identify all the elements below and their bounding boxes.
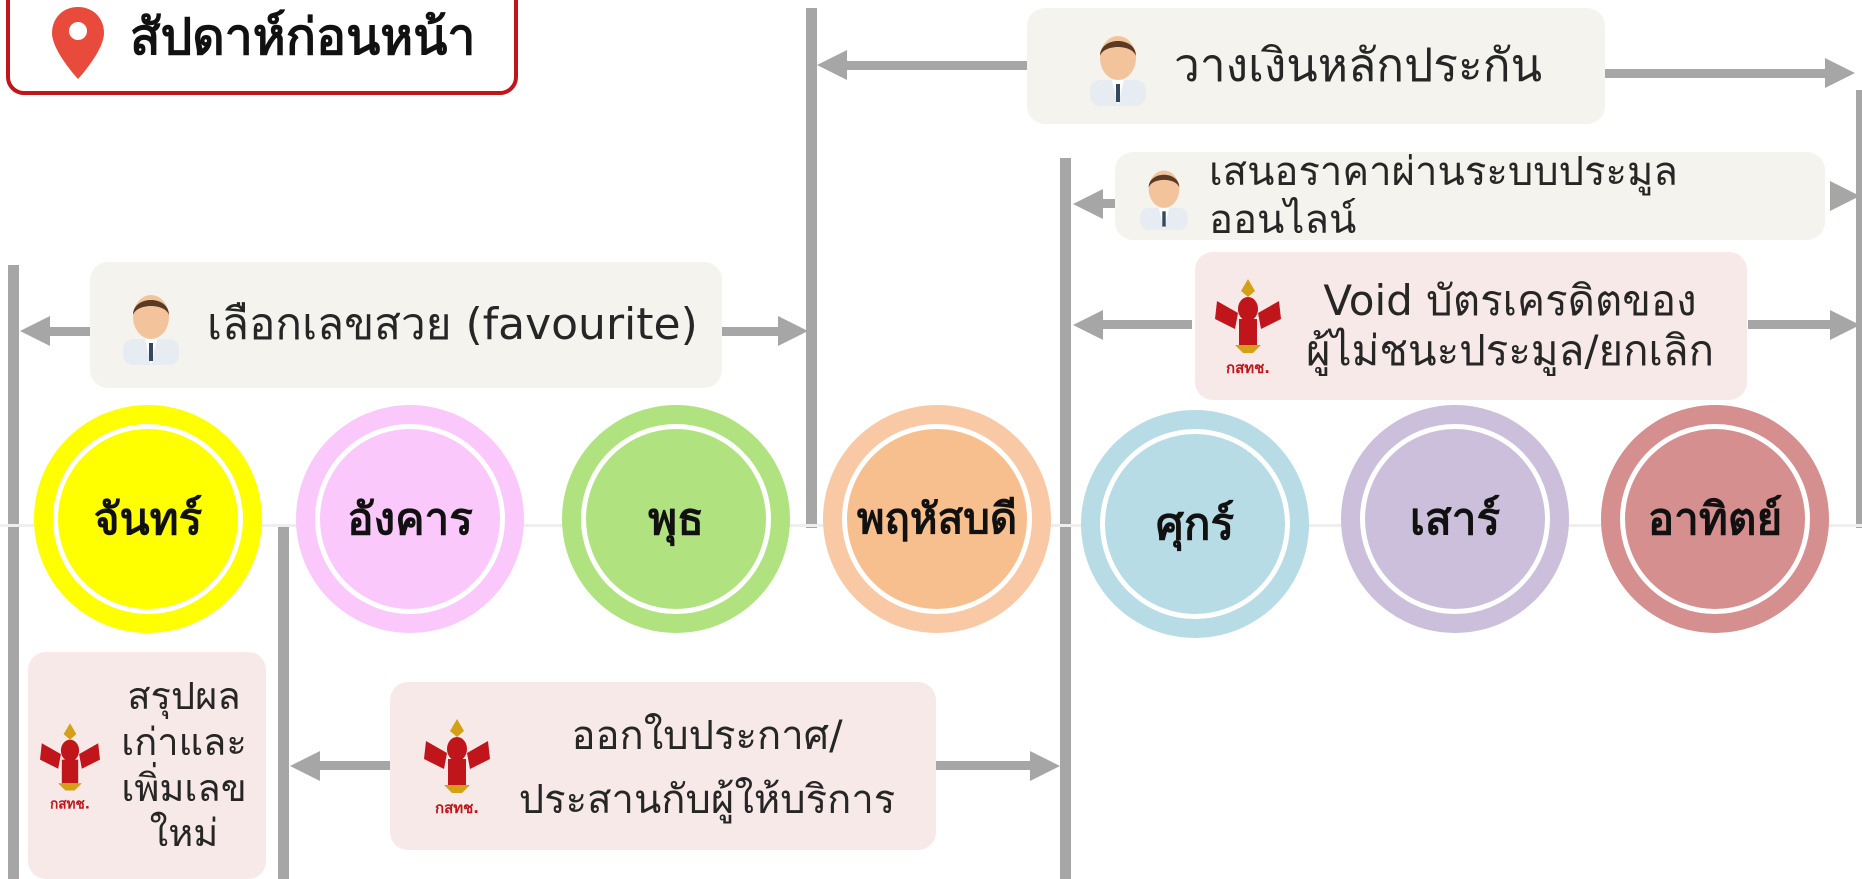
garuda-emblem-icon: กสทช. — [424, 719, 490, 817]
day-circle-tuesday: อังคาร — [296, 405, 524, 633]
connector-line — [278, 525, 289, 879]
arrow-left — [290, 751, 320, 781]
arrow-right — [1830, 310, 1860, 340]
step-void: กสทช. Void บัตรเครดิตของ ผู้ไม่ชนะประมูล… — [1195, 252, 1747, 400]
arrow-left — [1073, 310, 1103, 340]
summary-label-line3: เพิ่มเลข — [121, 765, 247, 810]
connector-line — [722, 327, 778, 336]
collateral-label: วางเงินหลักประกัน — [1174, 38, 1543, 93]
day-label: จันทร์ — [93, 494, 203, 545]
title-box: สัปดาห์ก่อนหน้า — [6, 0, 518, 95]
day-circle-monday: จันทร์ — [34, 405, 262, 633]
svg-text:กสทช.: กสทช. — [1226, 359, 1270, 377]
day-circle-wednesday: พุธ — [562, 405, 790, 633]
connector-line — [936, 761, 1030, 770]
step-summary: กสทช. สรุปผล เก่าและ เพิ่มเลข ใหม่ — [28, 652, 266, 879]
person-icon — [1090, 36, 1146, 106]
day-label: อังคาร — [347, 494, 473, 545]
announce-label-line2: ประสานกับผู้ให้บริการ — [518, 777, 896, 823]
connector-line — [1100, 199, 1115, 208]
connector-line — [318, 761, 390, 770]
day-circle-saturday: เสาร์ — [1341, 405, 1569, 633]
connector-line — [1856, 90, 1862, 528]
day-label: อาทิตย์ — [1647, 494, 1783, 545]
arrow-left — [1073, 189, 1103, 219]
connector-line — [1060, 158, 1071, 879]
page-title: สัปดาห์ก่อนหน้า — [130, 8, 476, 66]
online-bid-label: เสนอราคาผ่านระบบประมูลออนไลน์ — [1208, 149, 1678, 243]
person-icon — [123, 295, 179, 365]
day-label: พุธ — [648, 494, 704, 545]
arrow-left — [20, 316, 50, 346]
connector-line — [8, 265, 19, 879]
void-label-line1: Void บัตรเครดิตของ — [1323, 275, 1697, 325]
day-label: ศุกร์ — [1155, 499, 1235, 550]
connector-line — [840, 61, 1030, 70]
person-icon — [1140, 170, 1188, 230]
svg-text:กสทช.: กสทช. — [435, 799, 479, 817]
svg-text:กสทช.: กสทช. — [50, 796, 90, 812]
map-pin-icon — [52, 6, 104, 79]
day-label: เสาร์ — [1409, 494, 1501, 545]
arrow-right — [778, 316, 808, 346]
connector-line — [1100, 320, 1192, 329]
arrow-right — [1825, 58, 1855, 88]
step-favourite: เลือกเลขสวย (favourite) — [90, 262, 722, 388]
arrow-right — [1030, 751, 1060, 781]
garuda-emblem-icon: กสทช. — [40, 722, 100, 812]
day-label: พฤหัสบดี — [856, 494, 1018, 543]
arrow-right — [1830, 181, 1860, 211]
day-circle-friday: ศุกร์ — [1081, 410, 1309, 638]
summary-label-line4: ใหม่ — [149, 811, 219, 856]
connector-line — [48, 327, 90, 336]
step-collateral: วางเงินหลักประกัน — [1027, 8, 1605, 124]
connector-line — [806, 8, 817, 528]
summary-label-line2: เก่าและ — [121, 719, 247, 764]
announce-label-line1: ออกใบประกาศ/ — [571, 713, 843, 759]
connector-line — [1605, 69, 1825, 78]
summary-label-line1: สรุปผล — [127, 674, 241, 719]
day-circle-sunday: อาทิตย์ — [1601, 405, 1829, 633]
void-label-line2: ผู้ไม่ชนะประมูล/ยกเลิก — [1305, 326, 1715, 375]
step-announce: กสทช. ออกใบประกาศ/ ประสานกับผู้ให้บริการ — [390, 682, 936, 850]
arrow-left — [817, 50, 847, 80]
day-circle-thursday: พฤหัสบดี — [823, 405, 1051, 633]
step-online-bid: เสนอราคาผ่านระบบประมูลออนไลน์ — [1115, 149, 1825, 243]
favourite-label: เลือกเลขสวย (favourite) — [207, 298, 698, 350]
garuda-emblem-icon: กสทช. — [1215, 279, 1281, 377]
connector-line — [1748, 320, 1830, 329]
